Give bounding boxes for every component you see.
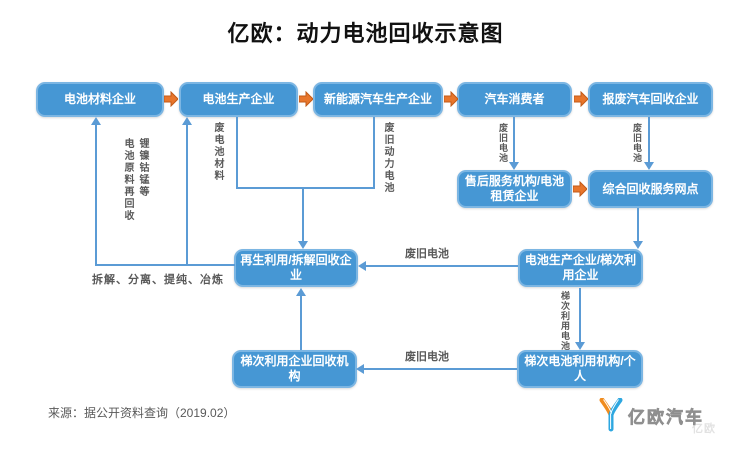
node-producer-echelon: 电池生产企业/梯次利用企业 (518, 249, 643, 287)
label-waste-power-battery: 废旧动力电池 (382, 122, 393, 194)
arrowhead-down-icon (509, 162, 519, 170)
brand-logo: 亿欧汽车 (598, 398, 704, 432)
node-car-consumer: 汽车消费者 (457, 82, 572, 117)
node-echelon-user: 梯次电池利用机构/个人 (517, 350, 643, 388)
connector-line (236, 187, 375, 189)
connector-line (96, 264, 235, 266)
connector-line (95, 125, 97, 266)
connector-line (364, 368, 517, 370)
label-echelon-battery: 梯次利用电池 (560, 291, 570, 351)
label-waste-battery: 废旧电池 (405, 248, 449, 260)
connector-line (236, 117, 238, 189)
source-note: 来源：据公开资料查询（2019.02） (48, 406, 236, 420)
arrowhead-left-icon (358, 261, 366, 271)
node-nev-producer: 新能源汽车生产企业 (313, 82, 443, 117)
arrowhead-left-icon (356, 364, 364, 374)
arrowhead-up-icon (91, 117, 101, 125)
arrowhead-down-icon (633, 241, 643, 249)
label-waste-battery: 废旧电池 (405, 351, 449, 363)
node-scrap-car-recycler: 报废汽车回收企业 (588, 82, 713, 117)
flow-arrow-icon (444, 91, 458, 107)
flow-arrow-icon (574, 91, 588, 107)
connector-line (637, 208, 639, 242)
node-recycle-network: 综合回收服务网点 (588, 170, 713, 208)
connector-line (373, 117, 375, 189)
logo-y-icon (599, 398, 623, 432)
label-waste-battery: 废旧电池 (498, 123, 508, 163)
flow-arrow-icon (573, 181, 587, 197)
logo-text: 亿欧汽车 (628, 407, 704, 427)
watermark: 亿欧 (692, 423, 716, 435)
connector-line (366, 265, 518, 267)
page-title: 亿欧：动力电池回收示意图 (227, 21, 504, 46)
label-raw-material-recycling: 锂镍钴锰等 电池原料再回收 (122, 138, 148, 222)
flow-arrow-icon (164, 91, 178, 107)
connector-line (300, 296, 302, 350)
arrowhead-up-icon (182, 117, 192, 125)
arrowhead-down-icon (575, 342, 585, 350)
arrowhead-up-icon (296, 288, 306, 296)
flow-arrow-icon (299, 91, 313, 107)
connector-line (648, 117, 650, 162)
node-battery-producer: 电池生产企业 (179, 82, 298, 117)
node-battery-material: 电池材料企业 (36, 82, 164, 117)
label-process-steps: 拆解、分离、提纯、冶炼 (92, 274, 224, 286)
node-after-sales: 售后服务机构/电池租赁企业 (457, 170, 572, 208)
connector-line (186, 125, 188, 266)
connector-line (302, 188, 304, 242)
label-waste-battery-material: 废电池材料 (212, 122, 223, 182)
connector-line (579, 288, 581, 343)
connector-line (513, 117, 515, 162)
node-echelon-recycler: 梯次利用企业回收机构 (232, 350, 357, 388)
label-waste-battery: 废旧电池 (632, 123, 642, 163)
arrowhead-down-icon (298, 241, 308, 249)
node-regeneration: 再生利用/拆解回收企业 (234, 249, 358, 287)
arrowhead-down-icon (644, 162, 654, 170)
